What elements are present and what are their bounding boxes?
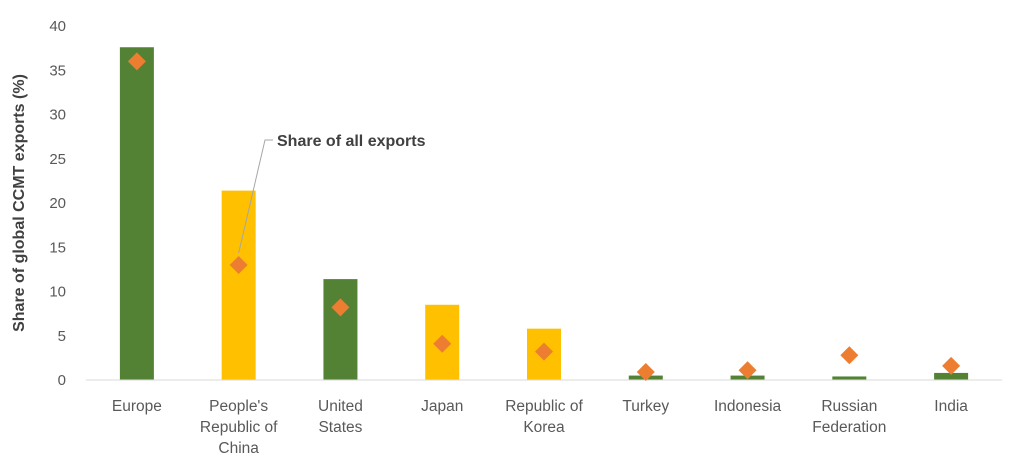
bar [221, 190, 256, 380]
x-tick-label-line: Russian [821, 398, 877, 415]
x-tick-label-line: Federation [812, 419, 886, 436]
y-tick-label: 40 [49, 18, 66, 35]
y-axis-title: Share of global CCMT exports (%) [11, 74, 28, 332]
x-tick-label-line: India [934, 398, 968, 415]
x-tick-label-line: States [318, 419, 362, 436]
x-tick-label-line: Republic of [200, 419, 278, 436]
annotations: Share of all exports [238, 133, 426, 254]
y-axis-ticks: 0 5 10 15 20 25 30 35 40 [49, 18, 66, 389]
diamond-marker [535, 342, 553, 361]
x-tick-label-line: Europe [112, 398, 162, 415]
y-tick-label: 15 [49, 239, 66, 256]
diamond-marker [127, 52, 146, 71]
x-tick-label-line: Japan [421, 398, 463, 415]
x-tick-label-line: Korea [523, 419, 565, 436]
y-tick-label: 0 [58, 372, 66, 389]
x-tick-label: Japan [421, 398, 463, 415]
y-tick-label: 30 [49, 107, 66, 124]
diamond-marker [636, 363, 655, 382]
y-tick-label: 25 [49, 151, 66, 168]
bar [934, 372, 969, 380]
x-tick-label-line: Republic of [505, 398, 583, 415]
x-tick-label: Indonesia [714, 398, 782, 415]
x-tick-label-line: China [218, 440, 259, 457]
share-of-all-exports-markers [127, 52, 961, 382]
x-tick-label: Turkey [622, 398, 669, 415]
annotation-label: Share of all exports [277, 133, 426, 150]
y-tick-label: 5 [58, 328, 66, 345]
x-tick-label: Republic of Korea [505, 398, 583, 436]
y-tick-label: 35 [49, 62, 66, 79]
y-tick-label: 20 [49, 195, 66, 212]
x-tick-label: India [934, 398, 968, 415]
y-tick-label: 10 [49, 284, 66, 301]
diamond-marker [942, 356, 961, 375]
x-tick-label: Europe [112, 398, 162, 415]
diamond-marker [738, 361, 757, 380]
x-tick-label-line: United [318, 398, 363, 415]
x-tick-label-line: Turkey [622, 398, 669, 415]
diamond-marker [840, 346, 859, 365]
bars [119, 47, 969, 381]
diamond-marker [229, 255, 248, 274]
bar [119, 47, 154, 381]
diamond-marker [433, 334, 452, 353]
x-tick-label-line: Indonesia [714, 398, 782, 415]
diamond-marker [331, 298, 350, 317]
annotation-leader-line [238, 139, 273, 254]
bar [832, 376, 867, 380]
bar [323, 279, 358, 380]
x-tick-label-line: People's [209, 398, 268, 415]
